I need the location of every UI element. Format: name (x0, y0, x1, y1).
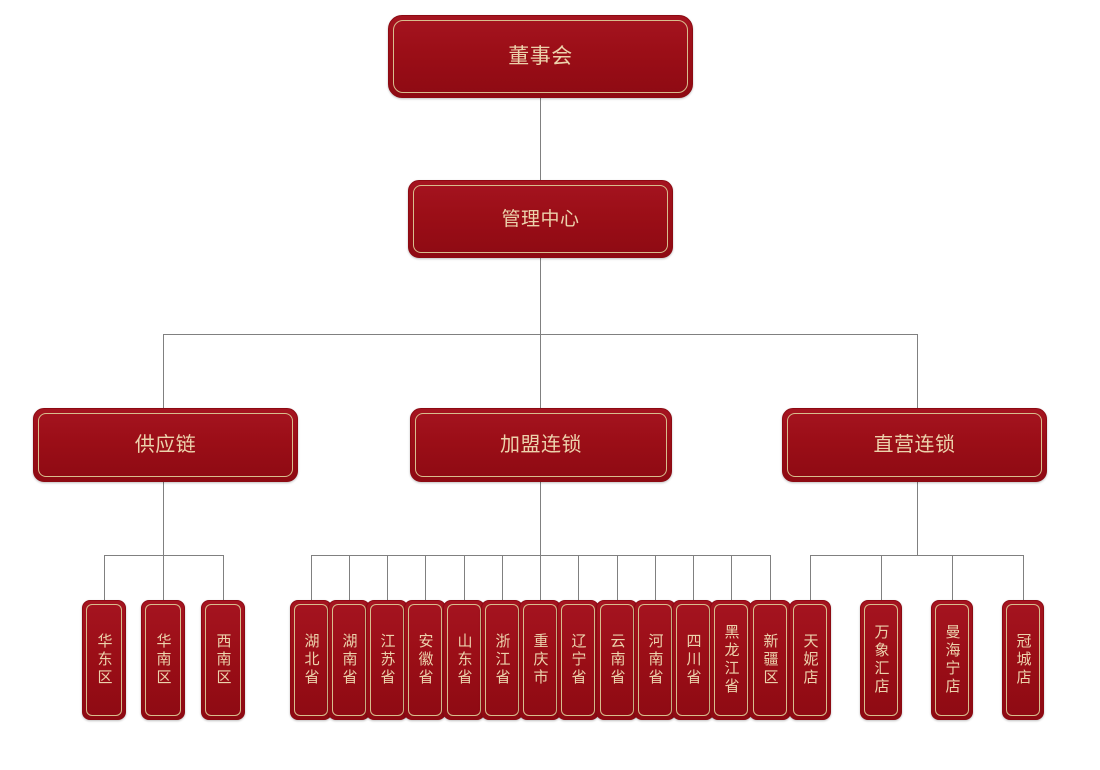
connector-supply-leaf-1 (104, 555, 105, 600)
connector-franchise-leaf-13 (770, 555, 771, 600)
connector-supply-leaf-3 (223, 555, 224, 600)
node-franchise-unit-jiangsu[interactable]: 江苏省 (366, 600, 408, 720)
connector-direct-down (917, 482, 918, 555)
node-direct-store-manhaining[interactable]: 曼海宁店 (931, 600, 973, 720)
node-franchise-unit-liaoning[interactable]: 辽宁省 (557, 600, 599, 720)
node-franchise-unit-chongqing[interactable]: 重庆市 (519, 600, 561, 720)
node-direct-store-guancheng-label: 冠城店 (1014, 633, 1033, 687)
node-franchise-unit-anhui[interactable]: 安徽省 (404, 600, 446, 720)
connector-bus-to-direct (917, 334, 918, 408)
node-franchise-unit-zhejiang-label: 浙江省 (493, 633, 512, 687)
node-franchise-unit-henan-label: 河南省 (646, 633, 665, 687)
node-direct-store-tianni[interactable]: 天妮店 (789, 600, 831, 720)
node-supply-unit-huanan-label: 华南区 (154, 633, 173, 687)
node-direct-store-guancheng[interactable]: 冠城店 (1002, 600, 1044, 720)
node-franchise-unit-sichuan-label: 四川省 (684, 633, 703, 687)
connector-direct-leaf-1 (810, 555, 811, 600)
node-franchise-unit-xinjiang-label: 新疆区 (761, 633, 780, 687)
node-supply-unit-huadong-label: 华东区 (95, 633, 114, 687)
connector-franchise-leaf-6 (502, 555, 503, 600)
node-franchise-unit-yunnan-label: 云南省 (608, 633, 627, 687)
node-franchise-unit-shandong-label: 山东省 (455, 633, 474, 687)
node-direct-store-wanxianghui-label: 万象汇店 (872, 624, 891, 696)
node-franchise-unit-sichuan[interactable]: 四川省 (672, 600, 714, 720)
connector-franchise-leaf-4 (425, 555, 426, 600)
node-division-franchise[interactable]: 加盟连锁 (410, 408, 672, 482)
node-franchise-unit-anhui-label: 安徽省 (416, 633, 435, 687)
node-franchise-unit-xinjiang[interactable]: 新疆区 (749, 600, 791, 720)
node-supply-unit-huadong[interactable]: 华东区 (82, 600, 126, 720)
node-direct-store-tianni-label: 天妮店 (801, 633, 820, 687)
node-board[interactable]: 董事会 (388, 15, 693, 98)
node-franchise-unit-zhejiang[interactable]: 浙江省 (481, 600, 523, 720)
node-franchise-unit-hunan-label: 湖南省 (340, 633, 359, 687)
connector-direct-leaf-4 (1023, 555, 1024, 600)
connector-board-to-management (540, 98, 541, 180)
connector-franchise-leaf-7 (540, 555, 541, 600)
node-franchise-unit-henan[interactable]: 河南省 (634, 600, 676, 720)
connector-bus-to-supply-chain (163, 334, 164, 408)
node-franchise-unit-hunan[interactable]: 湖南省 (328, 600, 370, 720)
node-direct-store-wanxianghui[interactable]: 万象汇店 (860, 600, 902, 720)
node-division-franchise-label: 加盟连锁 (500, 432, 582, 457)
connector-franchise-down (540, 482, 541, 555)
connector-management-down (540, 258, 541, 334)
connector-franchise-leaf-8 (578, 555, 579, 600)
node-franchise-unit-jiangsu-label: 江苏省 (378, 633, 397, 687)
node-franchise-unit-heilongjiang-label: 黑龙江省 (722, 624, 741, 696)
node-management-center-label: 管理中心 (501, 207, 580, 230)
connector-direct-bus (810, 555, 1023, 556)
node-franchise-unit-liaoning-label: 辽宁省 (569, 633, 588, 687)
connector-supply-leaf-2 (163, 555, 164, 600)
node-direct-store-manhaining-label: 曼海宁店 (943, 624, 962, 696)
node-board-label: 董事会 (508, 44, 573, 69)
node-division-supply-chain-label: 供应链 (134, 432, 197, 457)
connector-franchise-leaf-2 (349, 555, 350, 600)
node-franchise-unit-hubei-label: 湖北省 (302, 633, 321, 687)
connector-franchise-leaf-12 (731, 555, 732, 600)
node-division-supply-chain[interactable]: 供应链 (33, 408, 298, 482)
connector-supply-chain-down (163, 482, 164, 555)
connector-franchise-leaf-9 (617, 555, 618, 600)
node-franchise-unit-heilongjiang[interactable]: 黑龙江省 (710, 600, 752, 720)
connector-bus-to-franchise (540, 334, 541, 408)
node-division-direct-label: 直营连锁 (873, 432, 956, 457)
node-franchise-unit-yunnan[interactable]: 云南省 (596, 600, 638, 720)
connector-direct-leaf-3 (952, 555, 953, 600)
connector-franchise-leaf-11 (693, 555, 694, 600)
node-franchise-unit-hubei[interactable]: 湖北省 (290, 600, 332, 720)
node-supply-unit-huanan[interactable]: 华南区 (141, 600, 185, 720)
node-division-direct[interactable]: 直营连锁 (782, 408, 1047, 482)
connector-franchise-leaf-1 (311, 555, 312, 600)
connector-franchise-leaf-3 (387, 555, 388, 600)
node-franchise-unit-shandong[interactable]: 山东省 (443, 600, 485, 720)
node-franchise-unit-chongqing-label: 重庆市 (531, 633, 550, 687)
node-management-center[interactable]: 管理中心 (408, 180, 673, 258)
connector-direct-leaf-2 (881, 555, 882, 600)
connector-franchise-leaf-5 (464, 555, 465, 600)
node-supply-unit-xinan-label: 西南区 (214, 633, 233, 687)
connector-franchise-leaf-10 (655, 555, 656, 600)
node-supply-unit-xinan[interactable]: 西南区 (201, 600, 245, 720)
